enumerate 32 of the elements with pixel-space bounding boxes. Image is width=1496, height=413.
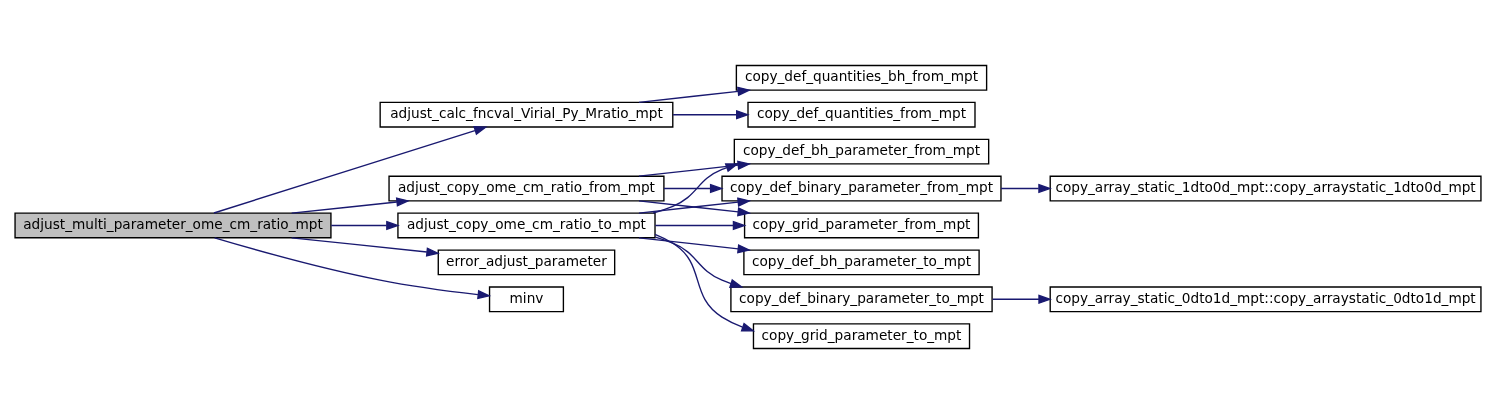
arrow [638, 236, 752, 254]
arrow [654, 220, 747, 230]
arrow [991, 294, 1052, 304]
node-box: adjust_copy_ome_cm_ratio_from_mpt [388, 175, 665, 202]
node-box: copy_array_static_0dto1d_mpt::copy_arraystatic_0dto1d_mpt [1049, 285, 1482, 312]
arrow [213, 125, 488, 214]
arrow [213, 236, 492, 299]
arrow [330, 220, 400, 230]
node-box: copy_grid_parameter_to_mpt [752, 322, 971, 349]
node-box: copy_def_quantities_from_mpt [747, 101, 976, 128]
arrow [290, 236, 440, 257]
node-box: copy_def_binary_parameter_to_mpt [730, 285, 993, 312]
node-box: copy_def_bh_parameter_from_mpt [733, 138, 990, 165]
arrow [654, 236, 744, 288]
arrow [652, 162, 740, 214]
node-box: adjust_copy_ome_cm_ratio_to_mpt [397, 211, 656, 238]
arrow [672, 109, 750, 119]
arrow [638, 159, 752, 177]
node-box: adjust_multi_parameter_ome_cm_ratio_mpt [14, 211, 332, 238]
node-box: copy_def_quantities_bh_from_mpt [735, 64, 988, 91]
arrow [663, 183, 724, 193]
node-box: copy_array_static_1dto0d_mpt::copy_arraystatic_1dto0d_mpt [1049, 175, 1482, 202]
arrow [638, 86, 752, 103]
node-box: copy_def_binary_parameter_from_mpt [721, 175, 1002, 202]
node-box: error_adjust_parameter [437, 248, 616, 275]
node-box: adjust_calc_fncval_Virial_Py_Mratio_mpt [379, 101, 674, 128]
arrow [1000, 183, 1052, 193]
node-box: copy_def_bh_parameter_to_mpt [743, 248, 980, 275]
node-box: copy_grid_parameter_from_mpt [743, 211, 980, 238]
arrow [290, 196, 410, 214]
arrow [654, 233, 756, 332]
node-box: minv [488, 285, 565, 312]
